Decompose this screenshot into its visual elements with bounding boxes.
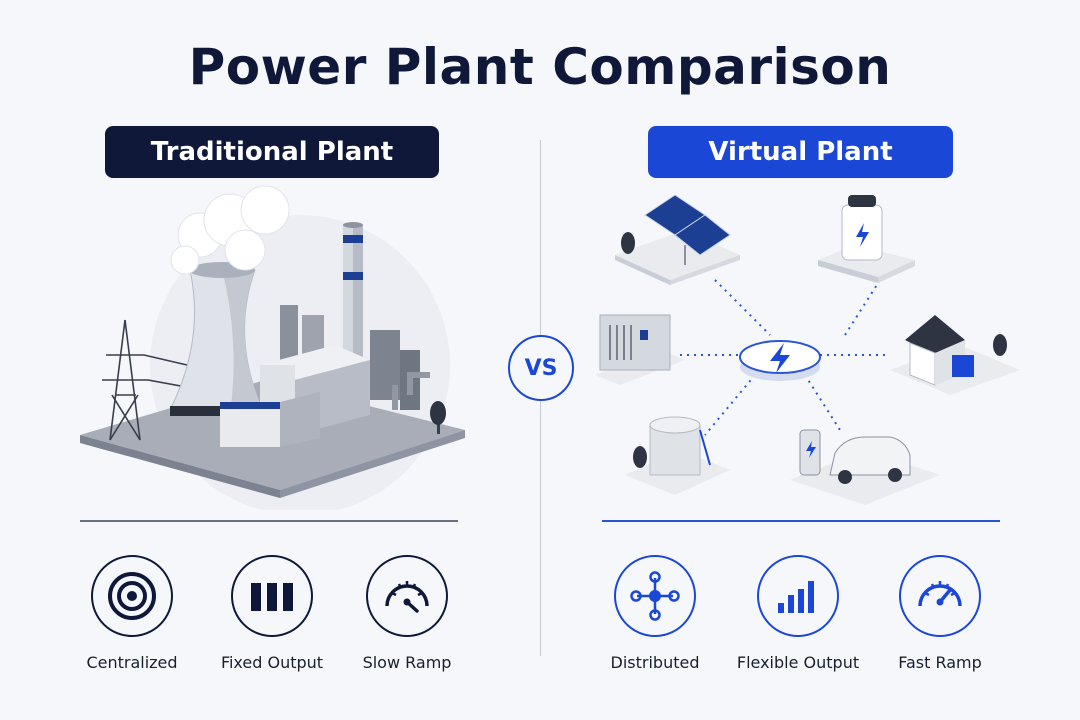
ev-charger-node <box>790 429 940 505</box>
lightning-bolt-icon <box>856 223 869 247</box>
feature-slow-ramp: Slow Ramp <box>337 555 477 672</box>
container-storage-node <box>595 314 685 385</box>
feature-label: Slow Ramp <box>362 653 452 672</box>
main-building <box>220 345 370 447</box>
traditional-plant-header: Traditional Plant <box>105 126 439 178</box>
feature-label: Flexible Output <box>736 653 860 672</box>
battery-storage-node <box>818 195 915 283</box>
virtual-plant-illustration <box>595 194 1020 505</box>
page-title: Power Plant Comparison <box>188 38 892 96</box>
virtual-plant-header: Virtual Plant <box>648 126 953 178</box>
feature-distributed: Distributed <box>585 555 725 672</box>
feature-fixed-output: Fixed Output <box>202 555 342 672</box>
hub-node <box>739 340 821 381</box>
water-tank-node <box>625 416 730 495</box>
ascending-bars-icon <box>757 555 839 637</box>
tree <box>430 401 446 434</box>
feature-flexible-output: Flexible Output <box>728 555 868 672</box>
network-nodes-icon <box>614 555 696 637</box>
feature-centralized: Centralized <box>62 555 202 672</box>
cooling-tower <box>169 262 266 416</box>
gauge-slow-icon <box>366 555 448 637</box>
gauge-fast-icon <box>899 555 981 637</box>
feature-label: Centralized <box>86 653 178 672</box>
feature-label: Distributed <box>610 653 700 672</box>
vs-badge: VS <box>508 335 574 401</box>
feature-fast-ramp: Fast Ramp <box>870 555 1010 672</box>
traditional-divider <box>80 520 458 522</box>
feature-label: Fast Ramp <box>898 653 982 672</box>
chimney <box>343 222 363 375</box>
steam-cloud <box>170 185 290 275</box>
lightning-bolt-icon <box>770 343 790 373</box>
solar-panels-node <box>615 194 740 285</box>
car <box>829 436 911 476</box>
traditional-plant-illustration <box>80 185 465 510</box>
smart-house-node <box>890 315 1020 395</box>
connection-lines <box>680 279 890 436</box>
equal-bars-icon <box>231 555 313 637</box>
concentric-target-icon <box>91 555 173 637</box>
pipes <box>392 372 430 410</box>
virtual-divider <box>602 520 1000 522</box>
feature-label: Fixed Output <box>220 653 324 672</box>
